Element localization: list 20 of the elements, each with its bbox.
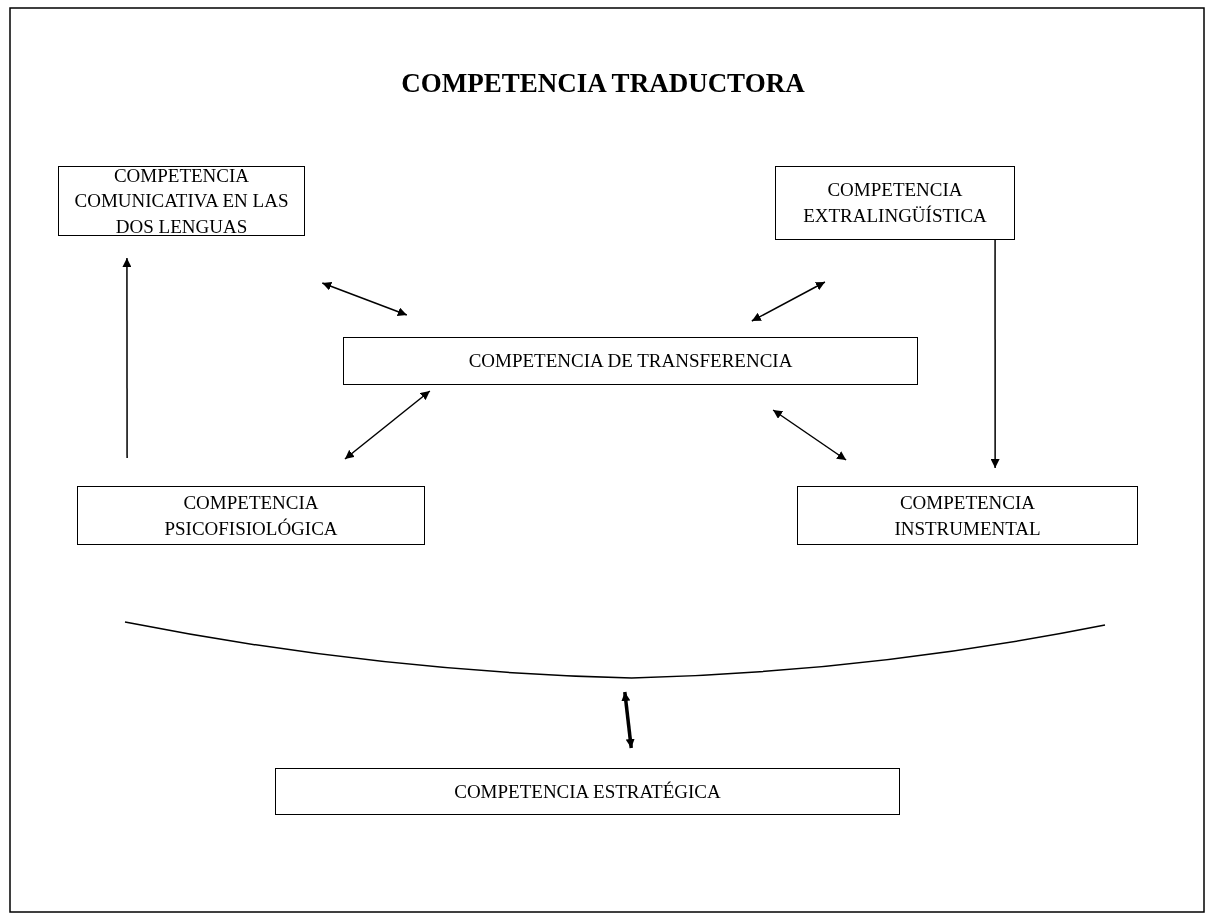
arrow <box>122 257 132 459</box>
competence-box <box>275 768 900 815</box>
arrow <box>990 239 1000 469</box>
arrow <box>621 691 635 749</box>
competence-box <box>775 166 1015 240</box>
competence-box <box>77 486 425 545</box>
box-label: COMPETENCIA EXTRALINGÜÍSTICA <box>802 178 988 228</box>
arrow <box>344 390 431 460</box>
box-label: COMPETENCIA COMUNICATIVA EN LAS DOS LENGUAS <box>73 163 290 239</box>
diagram-title: COMPETENCIA TRADUCTORA <box>400 68 806 99</box>
competence-box <box>797 486 1138 545</box>
box-label: COMPETENCIA PSICOFISIOLÓGICA <box>163 490 339 541</box>
box-label: COMPETENCIA ESTRATÉGICA <box>454 779 721 804</box>
box-label: COMPETENCIA DE TRANSFERENCIA <box>468 349 793 374</box>
box-label: COMPETENCIA INSTRUMENTAL <box>893 490 1042 541</box>
competence-box <box>343 337 918 385</box>
arrow <box>321 282 408 316</box>
arrow <box>751 281 826 322</box>
arrow <box>772 409 847 461</box>
competence-box <box>58 166 305 236</box>
